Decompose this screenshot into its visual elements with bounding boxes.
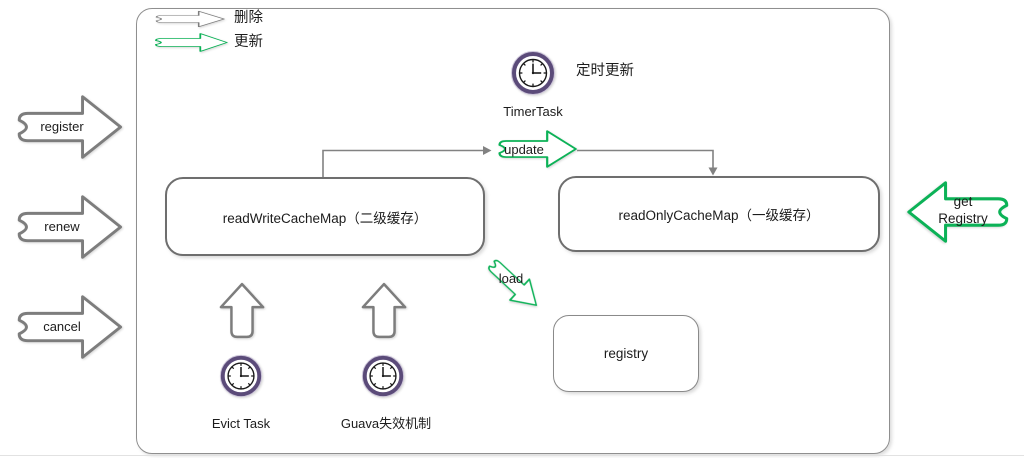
node-read-only-cache: readOnlyCacheMap（一级缓存） (558, 176, 880, 252)
update-arrow-label: update (504, 142, 544, 157)
guava-up-arrow-icon (361, 282, 407, 339)
node-registry: registry (553, 315, 699, 392)
guava-clock-icon (360, 353, 406, 399)
get-registry-line1: get (953, 194, 973, 209)
load-arrow-label: load (498, 271, 524, 286)
renew-arrow-label: renew (44, 219, 80, 234)
get-registry-line2: Registry (938, 211, 988, 226)
timer-clock-icon (509, 49, 557, 97)
cancel-arrow-label: cancel (43, 319, 81, 334)
evict-clock-icon (218, 353, 264, 399)
get-registry-arrow-label: get Registry (925, 193, 1001, 227)
register-arrow-label: register (40, 119, 84, 134)
timer-note: 定时更新 (576, 63, 634, 79)
legend-delete-label: 删除 (234, 10, 263, 26)
node-read-write-cache: readWriteCacheMap（二级缓存） (165, 177, 485, 256)
timer-caption: TimerTask (503, 104, 563, 119)
bottom-edge-line (0, 455, 1024, 456)
legend-update-arrow-icon (154, 32, 228, 53)
guava-task-label: Guava失效机制 (340, 416, 432, 431)
legend-delete-arrow-icon (155, 10, 225, 28)
evict-up-arrow-icon (219, 282, 265, 339)
legend-update-label: 更新 (234, 34, 263, 50)
evict-task-label: Evict Task (211, 416, 271, 431)
